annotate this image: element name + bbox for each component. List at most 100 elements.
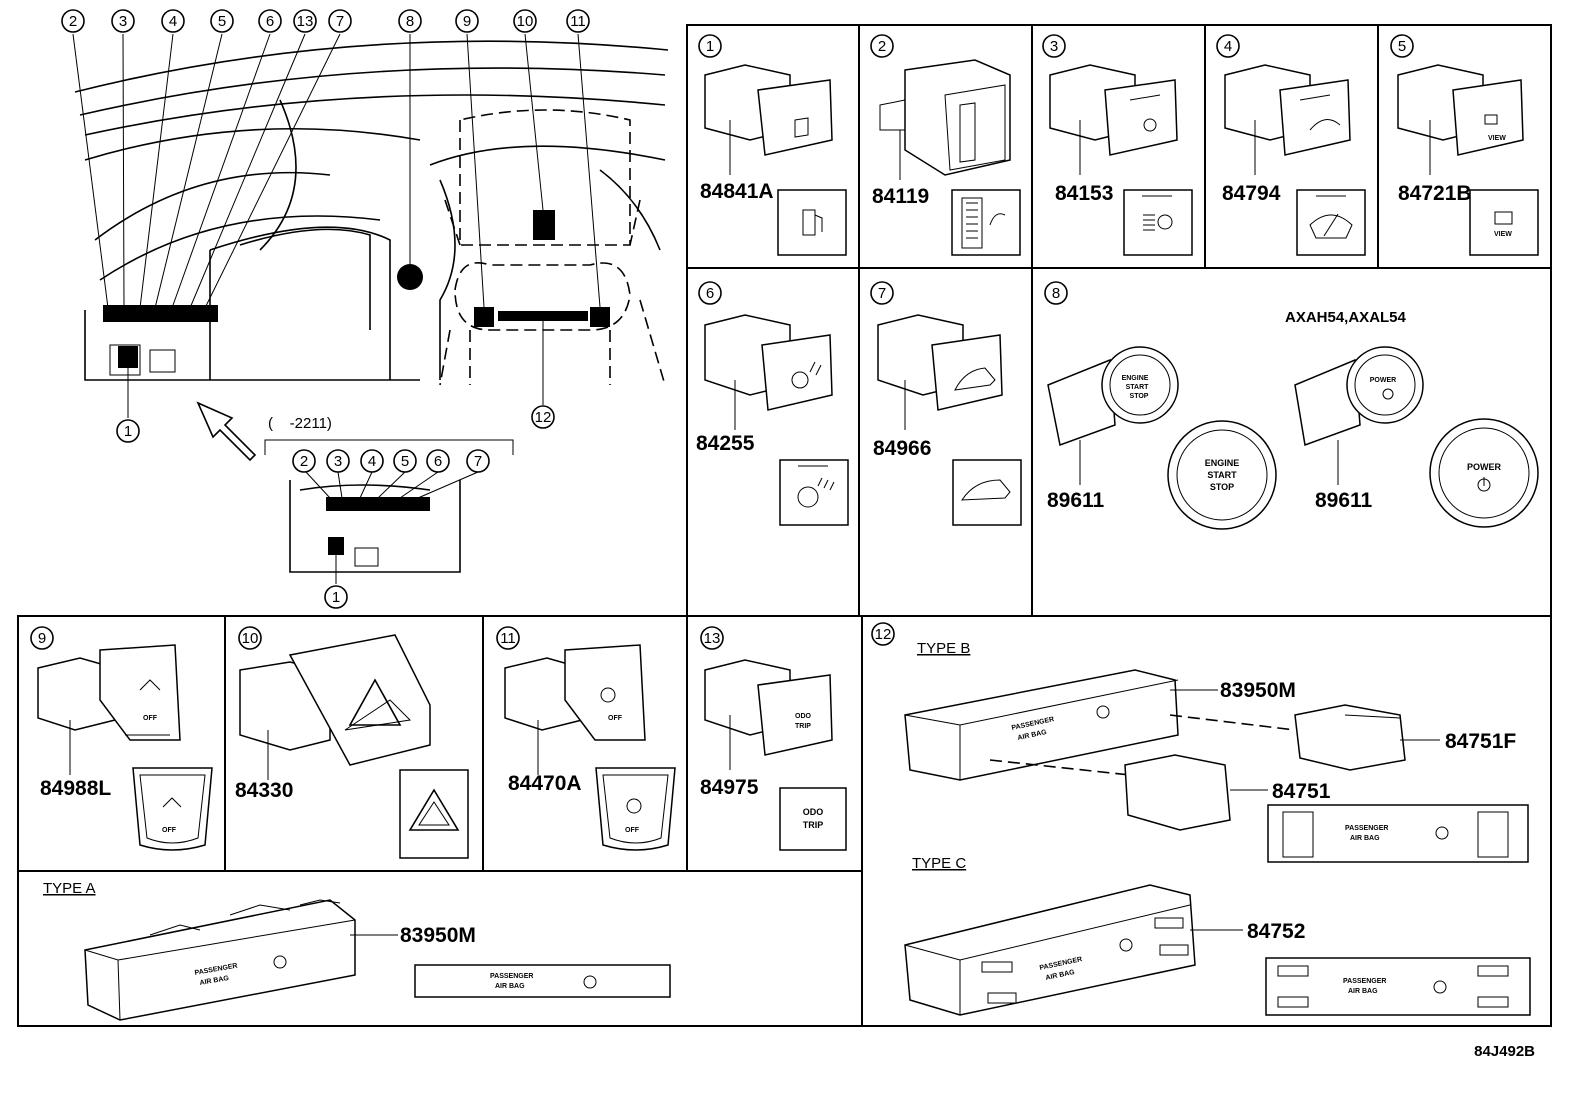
svg-text:OFF: OFF <box>143 715 158 722</box>
svg-text:7: 7 <box>474 453 482 470</box>
svg-text:2: 2 <box>69 13 77 30</box>
svg-text:POWER: POWER <box>1467 462 1502 472</box>
svg-text:84153: 84153 <box>1055 182 1113 205</box>
svg-text:4: 4 <box>368 453 376 470</box>
callout-3: 3 <box>111 9 135 33</box>
svg-text:84752: 84752 <box>1247 920 1305 943</box>
svg-text:AXAH54,AXAL54: AXAH54,AXAL54 <box>1285 309 1407 326</box>
svg-text:OFF: OFF <box>625 827 640 834</box>
inset-callout-1: 1 <box>324 585 348 609</box>
callout-11: 11 <box>566 9 590 33</box>
svg-text:OFF: OFF <box>608 715 623 722</box>
svg-text:84975: 84975 <box>700 776 759 799</box>
inset-callout-6: 6 <box>426 449 450 473</box>
svg-text:84255: 84255 <box>696 432 755 455</box>
engine-start-location <box>397 264 423 290</box>
panel-grid <box>17 24 1552 1027</box>
svg-text:AIR BAG: AIR BAG <box>1348 988 1378 995</box>
svg-text:3: 3 <box>334 453 342 470</box>
svg-text:83950M: 83950M <box>400 924 476 947</box>
svg-text:1: 1 <box>124 423 132 440</box>
svg-text:83950M: 83950M <box>1220 679 1296 702</box>
svg-text:89611: 89611 <box>1047 489 1105 512</box>
svg-text:10: 10 <box>517 13 534 30</box>
svg-text:OFF: OFF <box>162 827 177 834</box>
svg-text:12: 12 <box>875 626 892 643</box>
svg-text:7: 7 <box>878 285 886 302</box>
svg-text:PASSENGER: PASSENGER <box>490 973 533 980</box>
panel-6: 6 84255 <box>696 281 849 526</box>
svg-text:ENGINE: ENGINE <box>1122 375 1149 382</box>
svg-text:STOP: STOP <box>1210 482 1234 492</box>
svg-text:84988L: 84988L <box>40 777 111 800</box>
svg-text:10: 10 <box>242 630 259 647</box>
svg-text:3: 3 <box>119 13 127 30</box>
svg-text:84330: 84330 <box>235 779 293 802</box>
svg-text:13: 13 <box>704 630 721 647</box>
svg-text:84751: 84751 <box>1272 780 1331 803</box>
callout-10: 10 <box>513 9 537 33</box>
type-a: TYPE A PASSENGER AIR BAG 83950M PASSENGE… <box>43 880 671 1021</box>
inset-callout-4: 4 <box>360 449 384 473</box>
svg-text:START: START <box>1207 470 1237 480</box>
svg-text:VIEW: VIEW <box>1494 231 1512 238</box>
callout-9: 9 <box>455 9 479 33</box>
panel-7: 7 84966 <box>870 281 1022 526</box>
panel-12: 12 TYPE B PASSENGER AIR BAG 83950M 84751… <box>871 622 1531 1016</box>
svg-text:7: 7 <box>336 13 344 30</box>
svg-text:1: 1 <box>332 589 340 606</box>
panel-5: 5 VIEW 84721B VIEW <box>1390 34 1539 256</box>
fuel-switch-location <box>118 346 138 368</box>
svg-text:11: 11 <box>570 13 586 30</box>
svg-text:2: 2 <box>878 38 886 55</box>
callout-1: 1 <box>116 419 140 443</box>
svg-text:84966: 84966 <box>873 437 931 460</box>
callout-6: 6 <box>258 9 282 33</box>
svg-text:AIR BAG: AIR BAG <box>1350 835 1380 842</box>
svg-text:3: 3 <box>1050 38 1058 55</box>
callout-12: 12 <box>531 405 555 429</box>
diagram-id: 84J492B <box>1474 1043 1535 1060</box>
callout-7: 7 <box>328 9 352 33</box>
svg-text:84841A: 84841A <box>700 180 774 203</box>
svg-text:5: 5 <box>401 453 409 470</box>
auto-hold-location <box>590 307 610 327</box>
svg-text:STOP: STOP <box>1130 393 1149 400</box>
inset-callout-7: 7 <box>466 449 490 473</box>
svg-text:TYPE A: TYPE A <box>43 880 96 897</box>
svg-text:6: 6 <box>706 285 714 302</box>
callout-8: 8 <box>398 9 422 33</box>
svg-text:PASSENGER: PASSENGER <box>1345 825 1388 832</box>
svg-text:TYPE B: TYPE B <box>917 640 970 657</box>
svg-text:4: 4 <box>169 13 177 30</box>
svg-text:12: 12 <box>535 409 552 426</box>
svg-text:13: 13 <box>297 13 314 30</box>
svg-text:84751F: 84751F <box>1445 730 1516 753</box>
dashboard-overview: 2 3 4 5 6 13 7 8 9 10 11 1 12 ( -2211) 2… <box>61 9 669 609</box>
svg-text:8: 8 <box>1052 285 1060 302</box>
panel-8: 8 AXAH54,AXAL54 ENGINE START STOP 89611 … <box>1044 281 1539 530</box>
svg-text:8: 8 <box>406 13 414 30</box>
panel-13: 13 ODO TRIP 84975 ODO TRIP <box>700 626 847 851</box>
panel-10: 10 84330 <box>235 626 469 859</box>
svg-text:4: 4 <box>1224 38 1232 55</box>
svg-text:5: 5 <box>218 13 226 30</box>
svg-text:84794: 84794 <box>1222 182 1281 205</box>
svg-text:1: 1 <box>706 38 714 55</box>
svg-text:5: 5 <box>1398 38 1406 55</box>
svg-text:84721B: 84721B <box>1398 182 1472 205</box>
svg-text:84470A: 84470A <box>508 772 582 795</box>
inset-callout-3: 3 <box>326 449 350 473</box>
svg-text:AIR BAG: AIR BAG <box>495 983 525 990</box>
svg-text:6: 6 <box>266 13 274 30</box>
panel-1: 1 84841A <box>698 34 847 256</box>
vsc-location <box>474 307 494 327</box>
svg-text:ODO: ODO <box>803 807 824 817</box>
panel-11: 11 OFF 84470A OFF <box>496 626 676 851</box>
inset-date: ( -2211) <box>268 415 332 432</box>
svg-text:2: 2 <box>300 453 308 470</box>
inset-callout-5: 5 <box>393 449 417 473</box>
hazard-location <box>533 210 555 240</box>
svg-text:POWER: POWER <box>1370 377 1396 384</box>
svg-text:START: START <box>1126 384 1150 391</box>
